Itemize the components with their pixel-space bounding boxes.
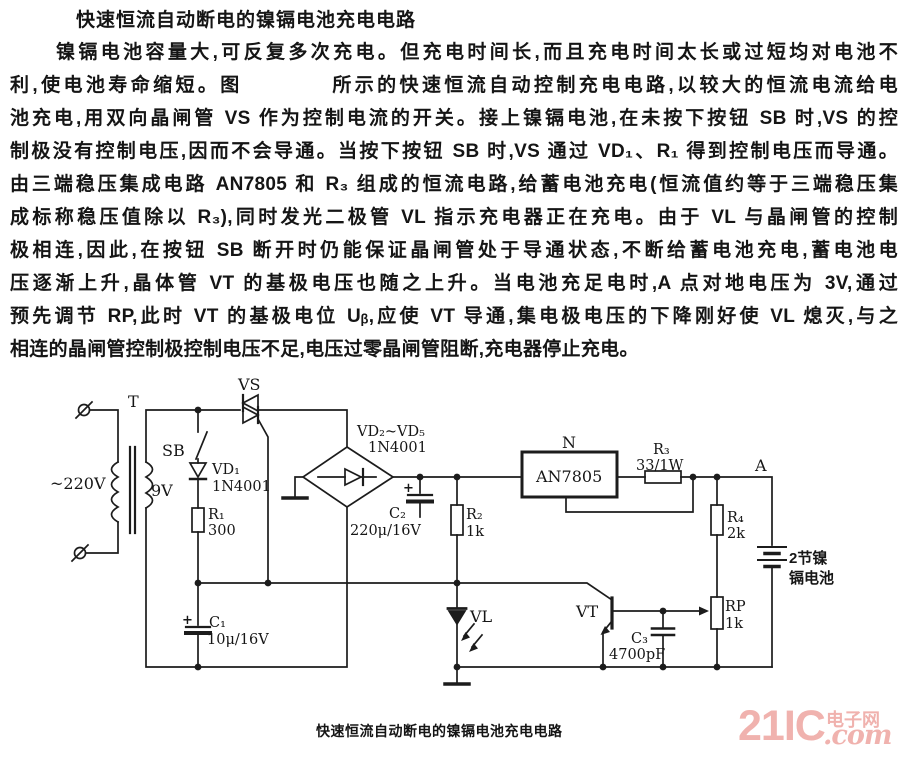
- resistor-r4-symbol: [710, 476, 724, 598]
- c3-value-label: 4700pF: [609, 647, 665, 663]
- triac-vs-label: VS: [237, 375, 261, 394]
- watermark-21ic-text: 21IC: [738, 702, 826, 750]
- led-vl-symbol: [446, 582, 484, 668]
- primary-voltage-label: ~220V: [50, 474, 106, 493]
- bridge-rectifier-symbol: [301, 445, 395, 509]
- c1-value-label: 10μ/16V: [207, 632, 269, 648]
- ground-icon: [281, 476, 309, 500]
- r3-label: R₃: [653, 442, 670, 458]
- c2-polarity-label: +: [403, 481, 414, 496]
- r3-value-label: 33/1W: [636, 458, 684, 474]
- bridge-part-label: 1N4001: [368, 440, 427, 456]
- r1-value-label: 300: [208, 523, 236, 539]
- c1-label: C₁: [209, 615, 226, 631]
- regulator-designator-label: N: [562, 433, 576, 452]
- resistor-r1-symbol: [191, 507, 205, 584]
- rp-value-label: 1k: [725, 616, 743, 632]
- paragraph-line: 制极没有控制电压,因而不会导通。当按下按钮 SB 时,VS 通过 VD₁、R₁ …: [10, 141, 898, 162]
- point-a-label: A: [754, 456, 767, 475]
- diode-vd1-symbol: [188, 462, 208, 509]
- paragraph-line: 相连的晶闸管控制极控制电压不足,电压过零晶闸管阻断,充电器停止充电。: [10, 339, 639, 360]
- vd1-label: VD₁: [211, 462, 240, 478]
- potentiometer-rp-symbol: [710, 596, 724, 668]
- vd1-part-label: 1N4001: [212, 479, 271, 495]
- paragraph-line: 镍镉电池容量大,可反复多次充电。但充电时间长,而且充电时间太长或过短均对电池不: [56, 42, 898, 63]
- battery-symbol: [757, 546, 787, 668]
- page-title: 快速恒流自动断电的镍镉电池充电电路: [76, 10, 417, 31]
- c2-label: C₂: [389, 506, 406, 522]
- secondary-voltage-label: 9V: [151, 481, 173, 500]
- paragraph-line: 成标称稳压值除以 R₃),同时发光二极管 VL 指示充电器正在充电。由于 VL …: [10, 207, 898, 228]
- junction-dots: [194, 406, 721, 671]
- c1-polarity-label: +: [182, 613, 193, 628]
- resistor-r3-symbol: [644, 470, 682, 484]
- regulator-part-label: AN7805: [535, 467, 602, 486]
- pushbutton-sb-symbol: [194, 409, 209, 464]
- control-rail-wire: [197, 582, 614, 602]
- paragraph-line: 利,使电池寿命缩短。图 所示的快速恒流自动控制充电电路,以较大的恒流电流给电: [10, 75, 898, 96]
- capacitor-c1-symbol: [184, 582, 212, 668]
- transformer-symbol: [85, 409, 348, 668]
- transformer-label: T: [128, 392, 139, 411]
- figure-caption: 快速恒流自动断电的镍镉电池充电电路: [316, 723, 563, 739]
- switch-sb-label: SB: [162, 441, 185, 460]
- watermark-cn-text: 电子网: [826, 710, 880, 730]
- r4-value-label: 2k: [727, 526, 745, 542]
- watermark-com-text: .com: [823, 720, 892, 751]
- r2-label: R₂: [466, 507, 483, 523]
- watermark-logo: 21IC 电子网 .com: [738, 700, 898, 756]
- c2-value-label: 220μ/16V: [350, 523, 421, 539]
- battery-label-line2: 镉电池: [789, 569, 834, 587]
- triac-vs-symbol: [241, 393, 348, 584]
- bridge-label: VD₂~VD₅: [356, 424, 425, 440]
- paragraph-line: 极相连,因此,在按钮 SB 断开时仍能保证晶闸管处于导通状态,不断给蓄电池充电,…: [10, 240, 898, 261]
- r1-label: R₁: [208, 507, 225, 523]
- paragraph-line: 由三端稳压集成电路 AN7805 和 R₃ 组成的恒流电路,给蓄电池充电(恒流值…: [10, 174, 898, 195]
- battery-label-line1: 2节镍: [789, 549, 827, 567]
- regulator-an7805-box: [520, 450, 694, 513]
- text-block: 快速恒流自动断电的镍镉电池充电电路 镍镉电池容量大,可反复多次充电。但充电时间长…: [10, 6, 898, 366]
- led-vl-label: VL: [469, 607, 493, 626]
- r4-label: R₄: [727, 510, 744, 526]
- transistor-vt-label: VT: [575, 602, 599, 621]
- paragraph-line: 池充电,用双向晶闸管 VS 作为控制电流的开关。接上镍镉电池,在未按下按钮 SB…: [10, 108, 898, 129]
- paragraph-line: 预先调节 RP,此时 VT 的基极电位 Uᵦ,应使 VT 导通,集电极电压的下降…: [10, 306, 898, 327]
- r2-value-label: 1k: [466, 524, 484, 540]
- resistor-r2-symbol: [450, 476, 464, 584]
- rp-label: RP: [725, 599, 746, 615]
- transistor-vt-symbol: [600, 596, 709, 668]
- c3-label: C₃: [631, 631, 648, 647]
- paragraph-line: 压逐渐上升,晶体管 VT 的基极电压也随之上升。当电池充足电时,A 点对地电压为…: [10, 273, 898, 294]
